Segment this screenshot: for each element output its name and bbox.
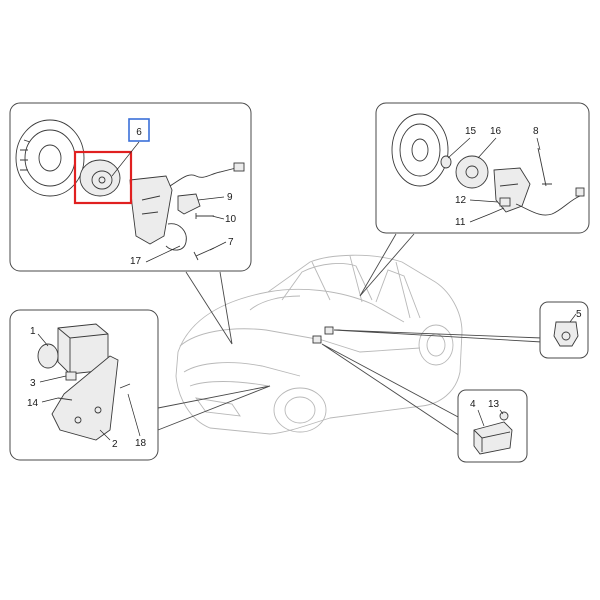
callout-13: 13 xyxy=(488,399,500,410)
callout-2: 2 xyxy=(112,439,118,450)
callout-16: 16 xyxy=(490,126,502,137)
callout-17: 17 xyxy=(130,256,142,267)
inset-pointers xyxy=(157,233,543,437)
callout-18: 18 xyxy=(135,438,147,449)
callout-1: 1 xyxy=(30,326,36,337)
highlighted-part-frame xyxy=(73,150,133,205)
callout-9: 9 xyxy=(227,192,233,203)
inset-rear-brake: 15 16 8 12 11 xyxy=(375,102,590,234)
highlighted-callout-frame xyxy=(128,118,150,142)
callout-6: 6 xyxy=(136,127,142,138)
inset-bracket-5: 5 xyxy=(539,301,589,359)
callout-8: 8 xyxy=(533,126,539,137)
car-illustration xyxy=(175,254,463,435)
front-sensor-mark xyxy=(324,326,334,335)
callout-15: 15 xyxy=(465,126,477,137)
inset-front-brake: 6 9 10 7 17 xyxy=(9,102,252,272)
callout-3: 3 xyxy=(30,378,36,389)
callout-10: 10 xyxy=(225,214,237,225)
callout-14: 14 xyxy=(27,398,39,409)
callout-5: 5 xyxy=(576,309,582,320)
callout-7: 7 xyxy=(228,237,234,248)
callout-4: 4 xyxy=(470,399,476,410)
inset-module-4: 4 13 xyxy=(457,389,528,463)
callout-11: 11 xyxy=(455,217,466,228)
callout-12: 12 xyxy=(455,195,467,206)
inset-abs-unit: 1 3 14 2 18 xyxy=(9,309,159,461)
module-mark xyxy=(312,335,322,344)
